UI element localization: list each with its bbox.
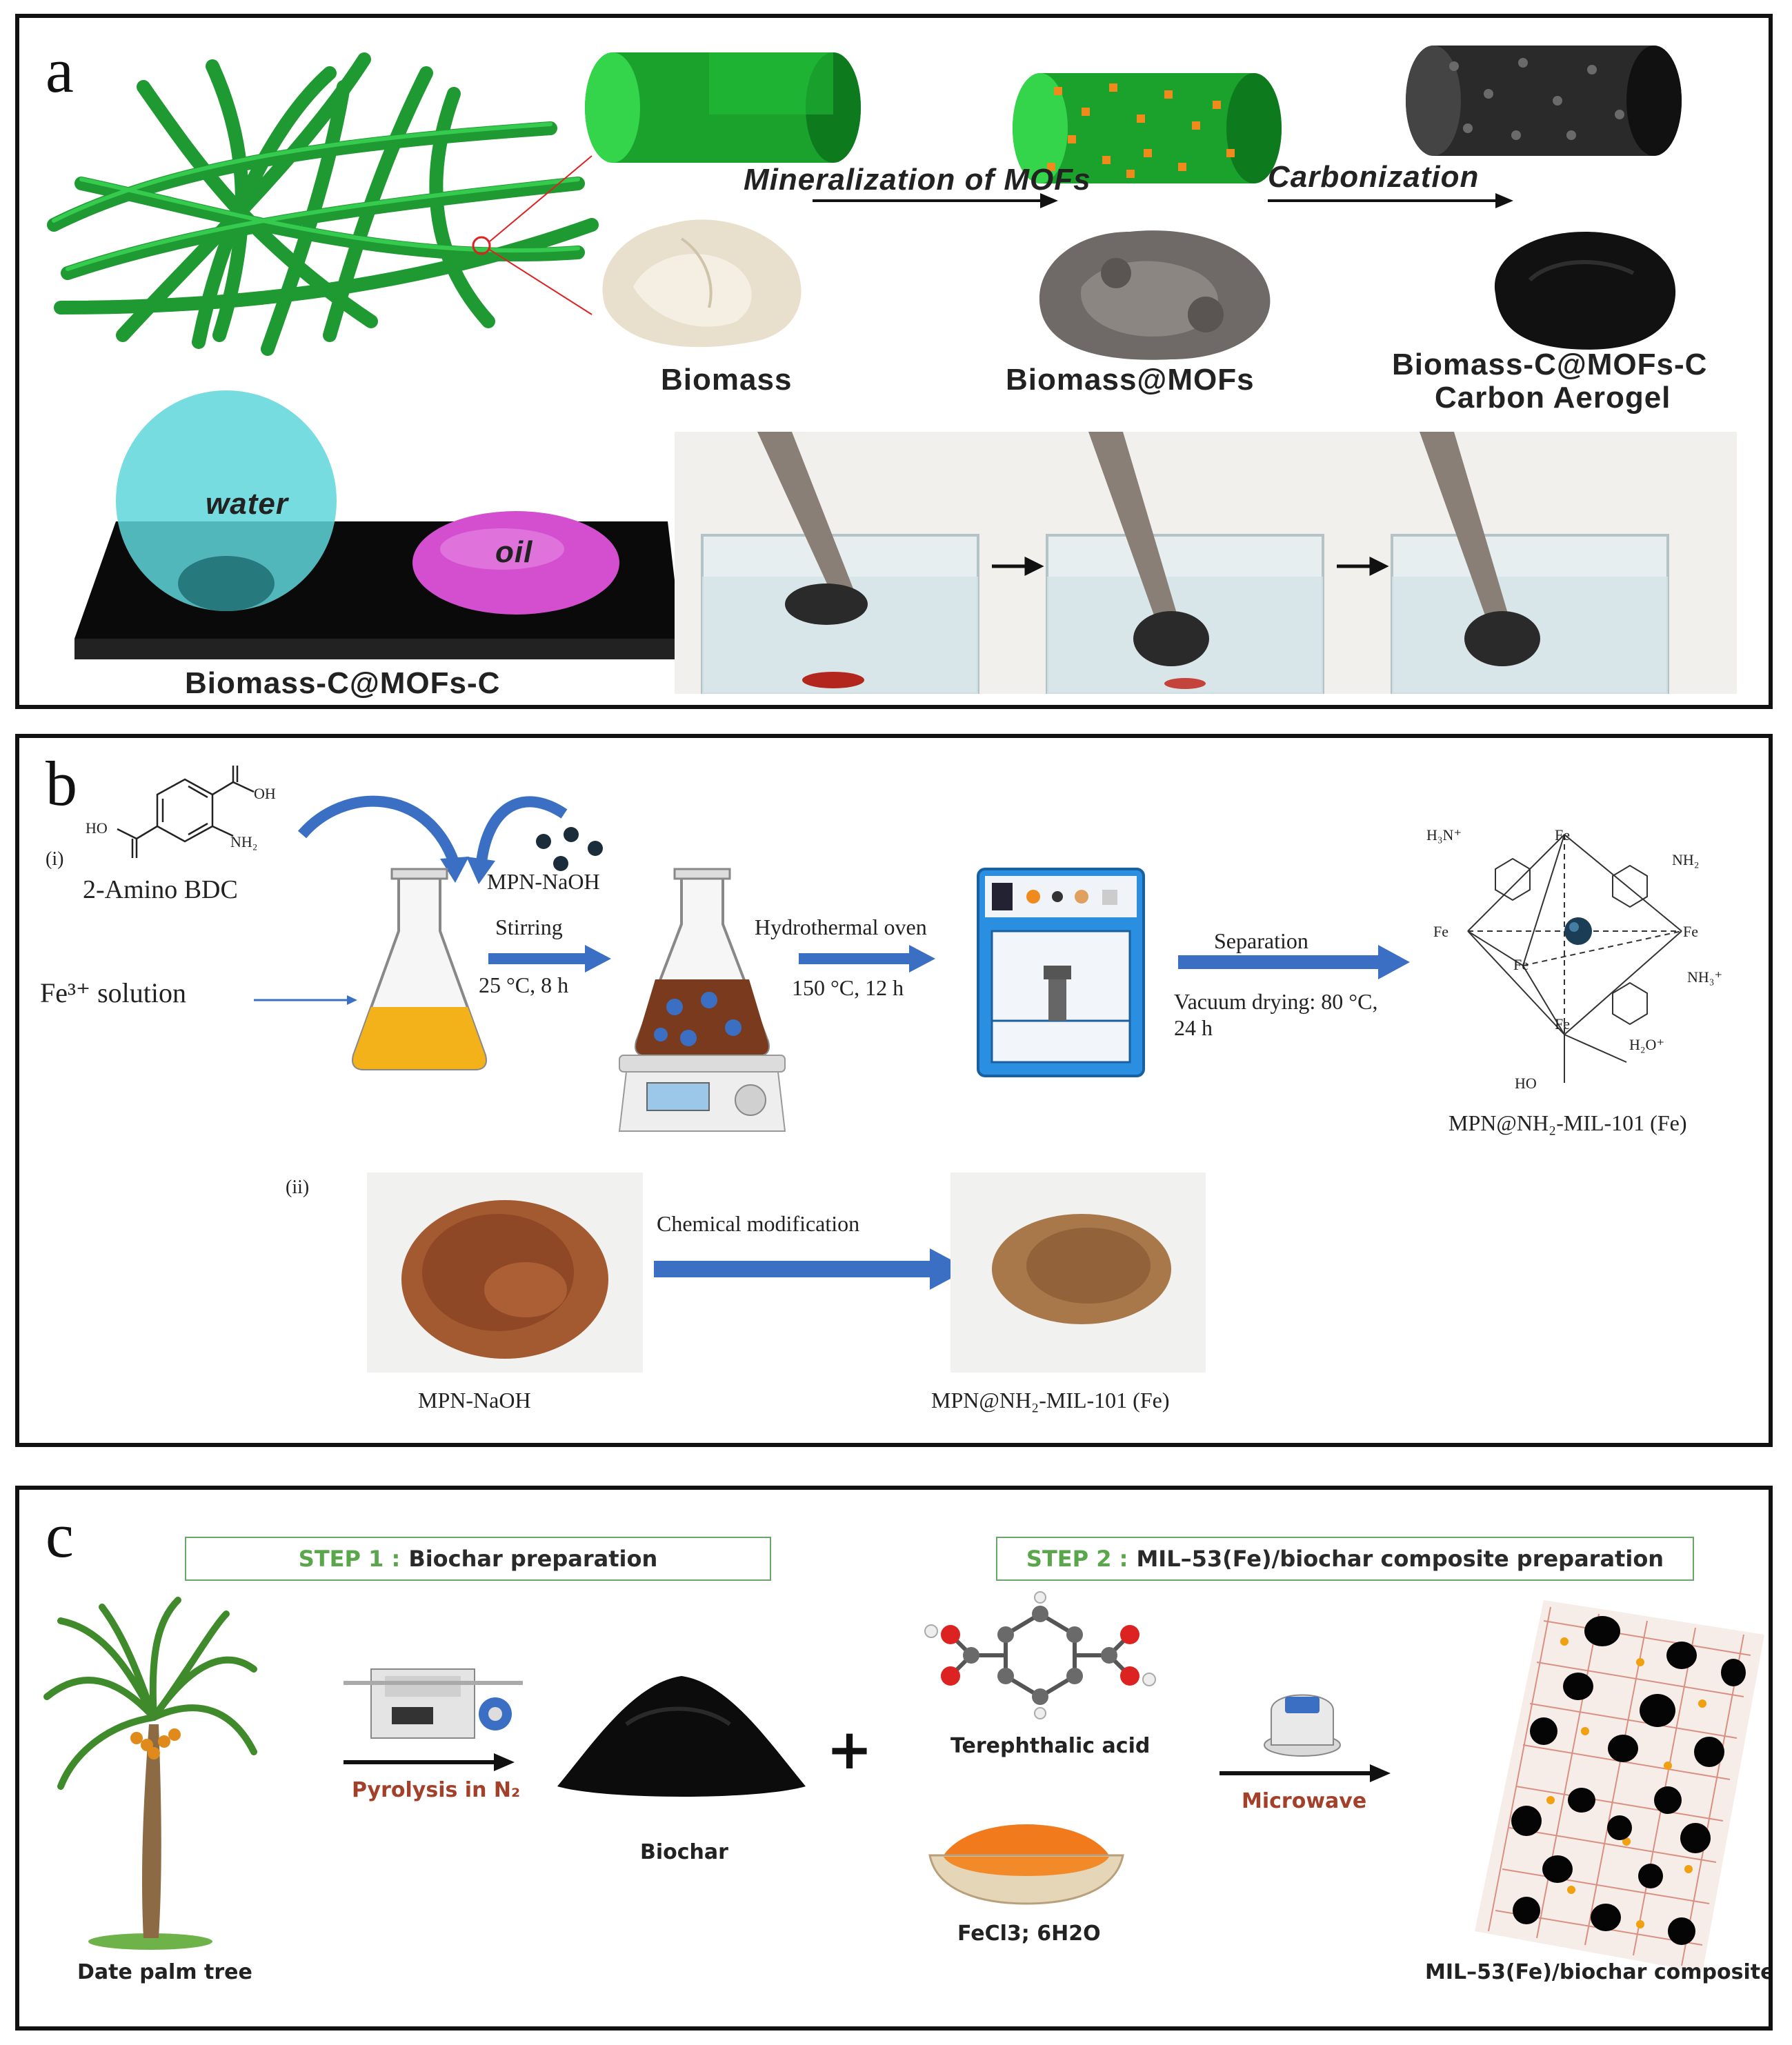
structure-fe-middle: Fe	[1513, 956, 1529, 973]
panel-b-letter: b	[46, 748, 77, 819]
carbonization-label: Carbonization	[1268, 160, 1480, 194]
step1-box: STEP 1 : Biochar preparation	[185, 1537, 771, 1581]
green-tube-illustration	[585, 52, 861, 163]
separation-arrow	[1178, 945, 1410, 979]
mineralization-label: Mineralization of MOFs	[744, 163, 1091, 197]
structure-fe-bottom: Fe	[1555, 1015, 1570, 1033]
beaker-2	[1046, 432, 1324, 694]
panel-b: b (i) HO OH NH₂ 2-Amino BDC MPN-NaOH Fe³…	[15, 734, 1773, 1447]
pyrolysis-arrow	[344, 1753, 515, 1771]
ligand-oh: OH	[254, 785, 276, 802]
product-label: MPN@NH₂-MIL-101 (Fe)	[1448, 1110, 1687, 1135]
carbon-aerogel-label-2: Carbon Aerogel	[1435, 381, 1671, 415]
composite-label: MIL–53(Fe)/biochar composite	[1425, 1960, 1773, 1984]
fe-solution-arrow	[254, 995, 357, 1005]
tube-furnace-illustration	[344, 1668, 523, 1739]
part-i-label: (i)	[46, 848, 64, 870]
carbon-aerogel-photo	[1494, 232, 1676, 350]
vacuum-condition-1: Vacuum drying: 80 °C,	[1174, 989, 1378, 1014]
fiber-network-illustration	[47, 52, 599, 356]
step2-key: STEP 2 :	[1026, 1546, 1128, 1572]
mpn-particles	[536, 827, 603, 871]
structure-h2o: H₂O⁺	[1629, 1036, 1665, 1053]
microwave-arrow	[1219, 1764, 1391, 1782]
microwave-reactor-illustration	[1264, 1694, 1341, 1757]
structure-fe-left: Fe	[1433, 923, 1448, 940]
mpn-nh2-mil101-photo	[950, 1173, 1206, 1373]
chemical-modification-label: Chemical modification	[657, 1211, 860, 1236]
mpn-naoh-photo-label: MPN-NaOH	[418, 1388, 531, 1413]
separation-label: Separation	[1214, 928, 1308, 953]
part-ii-label: (ii)	[286, 1177, 310, 1198]
stirring-flask-hotplate	[618, 868, 786, 1132]
panel-a-letter: a	[46, 35, 74, 106]
hydrothermal-label: Hydrothermal oven	[755, 915, 927, 939]
ligand-nh2: NH₂	[230, 833, 258, 850]
hydrothermal-arrow	[799, 945, 935, 972]
terephthalic-label: Terephthalic acid	[950, 1734, 1151, 1758]
hydrothermal-oven	[977, 868, 1145, 1077]
stirring-label: Stirring	[495, 915, 563, 939]
ligand-name: 2-Amino BDC	[83, 875, 238, 904]
wettability-illustration	[74, 390, 681, 659]
vacuum-condition-2: 24 h	[1174, 1015, 1213, 1040]
biomass-mofs-label: Biomass@MOFs	[1006, 363, 1255, 397]
pyrolysis-label: Pyrolysis in N₂	[352, 1778, 521, 1802]
step2-box: STEP 2 : MIL–53(Fe)/biochar composite pr…	[996, 1537, 1694, 1581]
composite-lattice-illustration	[1475, 1600, 1764, 1973]
microwave-label: Microwave	[1242, 1789, 1367, 1813]
beaker-3	[1391, 432, 1669, 694]
amino-bdc-structure	[117, 766, 255, 858]
mpn-nh2-mil101-photo-label: MPN@NH₂-MIL-101 (Fe)	[931, 1388, 1170, 1413]
hydrothermal-condition: 150 °C, 12 h	[792, 975, 904, 1000]
stirring-arrow	[488, 945, 611, 972]
biochar-label: Biochar	[640, 1840, 728, 1864]
structure-fe-right: Fe	[1683, 923, 1698, 940]
fecl3-label: FeCl3; 6H2O	[957, 1922, 1101, 1946]
structure-ho: HO	[1515, 1075, 1537, 1092]
chemical-modification-arrow	[654, 1248, 968, 1290]
carbon-aerogel-label-1: Biomass-C@MOFs-C	[1392, 348, 1708, 381]
step1-value: Biochar preparation	[408, 1546, 658, 1572]
fe-solution-flask	[352, 868, 487, 1070]
mil101-structure	[1467, 834, 1682, 1083]
mineralization-arrow	[813, 193, 1058, 208]
date-palm-tree-illustration	[43, 1597, 257, 1950]
tree-label: Date palm tree	[77, 1960, 252, 1984]
structure-nh2: NH₂	[1672, 851, 1700, 868]
substrate-label: Biomass-C@MOFs-C	[185, 666, 501, 700]
panel-c: c STEP 1 : Biochar preparation STEP 2 : …	[15, 1486, 1773, 2031]
water-label: water	[206, 487, 288, 521]
biomass-label: Biomass	[661, 363, 793, 397]
plus-sign: +	[826, 1717, 873, 1782]
panel-a: a	[15, 14, 1773, 709]
mof-tube-illustration	[1013, 73, 1282, 183]
structure-nh3: NH₃⁺	[1687, 968, 1723, 986]
fe-solution-label: Fe³⁺ solution	[40, 977, 187, 1008]
ligand-ho: HO	[86, 819, 108, 837]
terephthalic-acid-molecule	[924, 1591, 1156, 1719]
carbon-tube-illustration	[1406, 46, 1682, 156]
step2-value: MIL–53(Fe)/biochar composite preparation	[1136, 1546, 1664, 1572]
fecl3-bowl-illustration	[928, 1824, 1124, 1905]
oil-label: oil	[495, 535, 533, 569]
biomass-photo	[602, 219, 802, 348]
oil-absorption-photo-strip	[675, 432, 1737, 694]
beaker-1	[701, 432, 979, 694]
mpn-naoh-photo	[367, 1173, 643, 1373]
stirring-condition: 25 °C, 8 h	[479, 972, 569, 997]
biochar-pile-illustration	[557, 1676, 806, 1797]
addition-arrows	[297, 795, 568, 884]
mpn-naoh-label: MPN-NaOH	[487, 869, 600, 894]
carbonization-arrow	[1268, 193, 1513, 208]
biomass-mofs-photo	[1039, 230, 1271, 360]
structure-fe-top: Fe	[1555, 826, 1570, 844]
structure-h3n: H₃N⁺	[1426, 826, 1462, 844]
panel-c-letter: c	[46, 1500, 74, 1570]
step1-key: STEP 1 :	[298, 1546, 401, 1572]
